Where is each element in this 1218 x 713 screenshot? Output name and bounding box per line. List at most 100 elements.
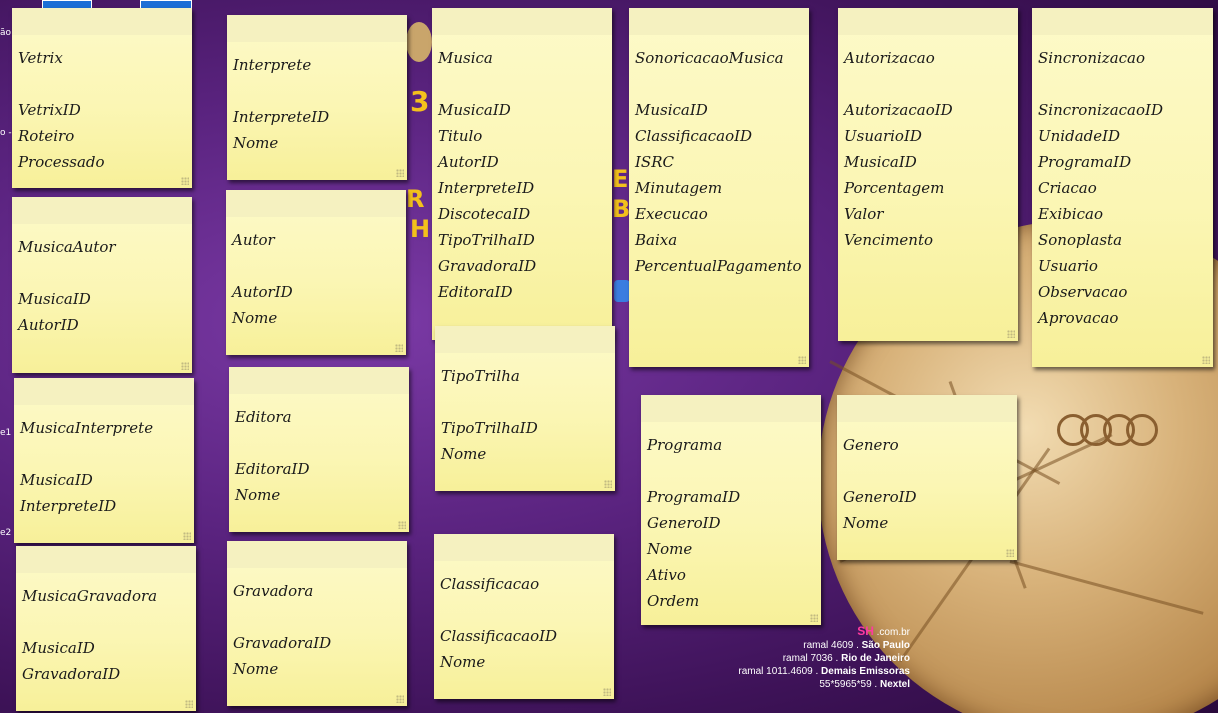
contact-place: Nextel (879, 679, 910, 690)
resize-grip-icon[interactable] (183, 532, 191, 540)
sticky-note-titlebar[interactable] (838, 8, 1018, 35)
sticky-note-titlebar[interactable] (12, 8, 192, 35)
sticky-note-title: MusicaGravadora (22, 587, 158, 605)
sticky-note-field: GeneroID (647, 514, 721, 532)
resize-grip-icon[interactable] (604, 480, 612, 488)
sticky-note-field: EditoraID (235, 460, 310, 478)
sticky-note-titlebar[interactable] (226, 190, 406, 217)
sticky-note-titlebar[interactable] (1032, 8, 1213, 35)
contact-ramal: ramal 7036 . (782, 653, 839, 664)
resize-grip-icon[interactable] (181, 362, 189, 370)
resize-grip-icon[interactable] (1202, 356, 1210, 364)
sticky-note-titlebar[interactable] (434, 534, 614, 561)
sticky-note-field: Valor (844, 205, 884, 223)
sticky-note-field: Nome (440, 653, 486, 671)
sticky-note-field: InterpreteID (438, 179, 535, 197)
wallpaper-graphic: 3 (410, 85, 430, 118)
sticky-note-field: Execucao (635, 205, 708, 223)
resize-grip-icon[interactable] (395, 344, 403, 352)
resize-grip-icon[interactable] (396, 169, 404, 177)
resize-grip-icon[interactable] (396, 695, 404, 703)
sticky-note-field: GeneroID (843, 488, 917, 506)
sticky-note-titlebar[interactable] (229, 367, 409, 394)
sticky-note-titlebar[interactable] (629, 8, 809, 35)
sticky-note-field: Aprovacao (1038, 309, 1119, 327)
resize-grip-icon[interactable] (603, 688, 611, 696)
sticky-note-field: Criacao (1038, 179, 1097, 197)
sticky-note-field: Minutagem (635, 179, 723, 197)
desktop-icon-label[interactable]: ão (0, 28, 12, 38)
resize-grip-icon[interactable] (185, 700, 193, 708)
sticky-note-titlebar[interactable] (837, 395, 1017, 422)
resize-grip-icon[interactable] (1006, 549, 1014, 557)
sticky-note-titlebar[interactable] (12, 197, 192, 224)
sticky-note-field: ISRC (635, 153, 674, 171)
sticky-note-titlebar[interactable] (227, 15, 407, 42)
sticky-note-titlebar[interactable] (16, 546, 196, 573)
sticky-note-field: Usuario (1038, 257, 1098, 275)
sticky-note-title: SonoricacaoMusica (635, 49, 784, 67)
resize-grip-icon[interactable] (798, 356, 806, 364)
sticky-note-field: Nome (441, 445, 487, 463)
sticky-note-field: Observacao (1038, 283, 1128, 301)
sticky-note-title: Vetrix (18, 49, 63, 67)
desktop-icon-label[interactable]: e1 (0, 428, 12, 438)
sticky-note-field: Nome (235, 486, 281, 504)
resize-grip-icon[interactable] (181, 177, 189, 185)
desktop-icon-label[interactable]: o - (0, 128, 12, 138)
sticky-note-titlebar[interactable] (227, 541, 407, 568)
sticky-note-field: AutorID (232, 283, 293, 301)
sticky-note-field: Titulo (438, 127, 483, 145)
sticky-note-field: Nome (232, 309, 278, 327)
desktop-icon-label[interactable]: e2 (0, 528, 12, 538)
sticky-note-field: Processado (18, 153, 105, 171)
sticky-note-titlebar[interactable] (14, 378, 194, 405)
resize-grip-icon[interactable] (810, 614, 818, 622)
resize-grip-icon[interactable] (1007, 330, 1015, 338)
sticky-note-titlebar[interactable] (435, 326, 615, 353)
resize-grip-icon[interactable] (398, 521, 406, 529)
sticky-note-titlebar[interactable] (432, 8, 612, 35)
sticky-note-field: AutorID (18, 316, 79, 334)
sticky-note-titlebar[interactable] (641, 395, 821, 422)
wallpaper-graphic (406, 22, 432, 62)
sticky-note-field: ProgramaID (1038, 153, 1132, 171)
sticky-note-field: MusicaID (635, 101, 708, 119)
sticky-note-field: TipoTrilhaID (441, 419, 538, 437)
sticky-note-field: Nome (843, 514, 889, 532)
sticky-note-field: Ativo (647, 566, 686, 584)
sticky-note-title: Autor (232, 231, 275, 249)
